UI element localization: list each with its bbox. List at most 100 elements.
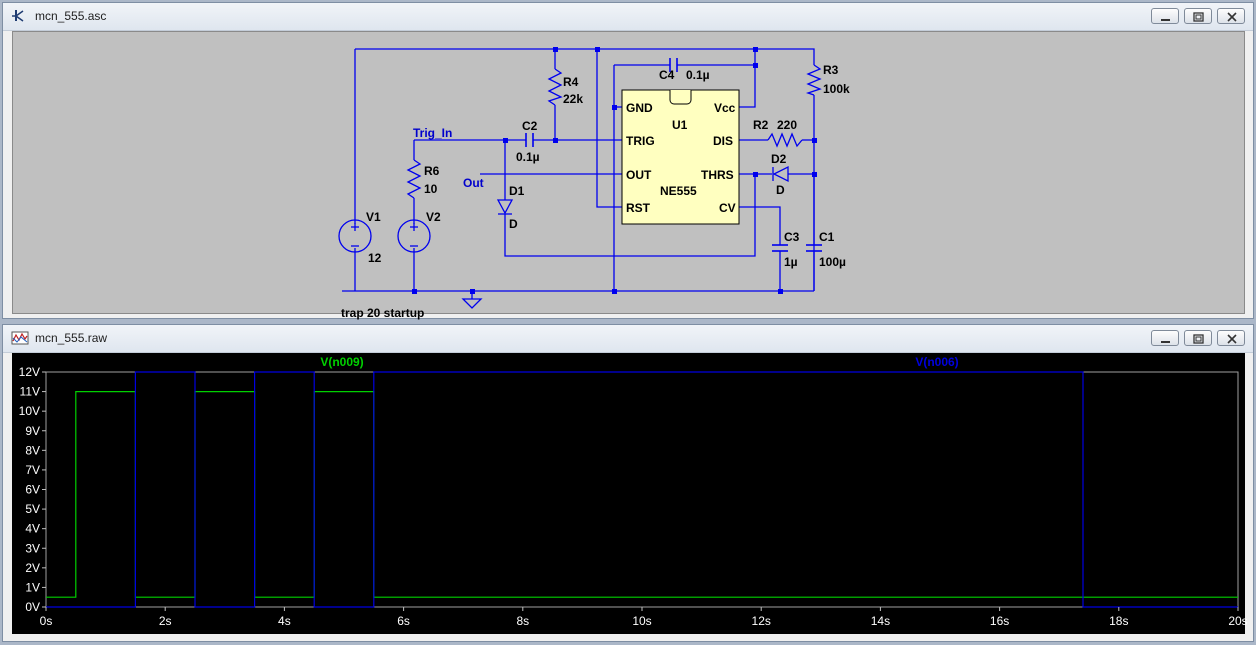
restore-icon xyxy=(1193,334,1204,344)
x-tick-label: 2s xyxy=(159,614,172,628)
restore-icon xyxy=(1193,12,1204,22)
c2-value: 0.1µ xyxy=(516,150,540,164)
r6-ref: R6 xyxy=(424,164,440,178)
close-icon xyxy=(1227,334,1237,344)
ne555-chip[interactable] xyxy=(621,89,740,225)
capacitors xyxy=(525,58,822,252)
waveform-icon xyxy=(11,331,29,345)
x-tick-label: 14s xyxy=(871,614,890,628)
waveform-window: mcn_555.raw 0V 1V 2V 3V 4V 5V 6V 7V 8V 9V 10V 11V 12… xyxy=(2,324,1254,642)
series-line-0 xyxy=(46,390,1238,598)
y-tick-label: 2V xyxy=(25,561,40,575)
junction-dots xyxy=(412,47,817,294)
waveform-close-button[interactable] xyxy=(1217,330,1245,346)
r3-symbol xyxy=(805,64,822,96)
plot-frame xyxy=(45,371,1239,608)
r3-ref: R3 xyxy=(823,63,839,77)
series-legend-label[interactable]: V(n006) xyxy=(915,355,958,369)
d1-value: D xyxy=(509,217,518,231)
minimize-icon xyxy=(1161,341,1170,343)
d2-symbol xyxy=(772,165,789,183)
y-tick-label: 6V xyxy=(25,483,40,497)
r4-value: 22k xyxy=(563,92,583,106)
x-tick-label: 18s xyxy=(1109,614,1128,628)
schematic-window: mcn_555.asc xyxy=(2,2,1254,320)
y-tick-label: 9V xyxy=(25,424,40,438)
c3-value: 1µ xyxy=(784,255,798,269)
waveform-minimize-button[interactable] xyxy=(1151,330,1179,346)
d1-symbol xyxy=(496,199,514,215)
r6-value: 10 xyxy=(424,182,438,196)
ground-symbol xyxy=(461,298,483,309)
y-tick-label: 8V xyxy=(25,443,40,457)
y-tick-label: 10V xyxy=(19,404,40,418)
resistors xyxy=(406,64,822,199)
r4-ref: R4 xyxy=(563,75,579,89)
v1-symbol xyxy=(338,219,372,253)
net-label-trig-in[interactable]: Trig_In xyxy=(413,126,452,140)
series-line-1 xyxy=(46,371,1238,608)
schematic-titlebar[interactable]: mcn_555.asc xyxy=(3,3,1253,31)
ic-pin-dis: DIS xyxy=(713,134,733,148)
series-legend-label[interactable]: V(n009) xyxy=(320,355,363,369)
y-tick-label: 1V xyxy=(25,580,40,594)
x-tick-label: 20s xyxy=(1228,614,1247,628)
ic-pin-cv: CV xyxy=(719,201,736,215)
r6-symbol xyxy=(406,159,422,199)
r2-ref: R2 xyxy=(753,118,769,132)
c1-value: 100µ xyxy=(819,255,846,269)
y-tick-label: 11V xyxy=(20,385,40,399)
d1-ref: D1 xyxy=(509,184,525,198)
schematic-close-button[interactable] xyxy=(1217,8,1245,24)
r3-value: 100k xyxy=(823,82,850,96)
schematic-canvas[interactable]: GND Vcc U1 TRIG DIS OUT THRS NE555 RST C… xyxy=(12,31,1245,320)
x-tick-label: 6s xyxy=(397,614,410,628)
y-tick-label: 3V xyxy=(25,541,40,555)
c4-ref: C4 xyxy=(659,68,675,82)
schematic-window-title: mcn_555.asc xyxy=(35,9,107,23)
schematic-minimize-button[interactable] xyxy=(1151,8,1179,24)
c1-ref: C1 xyxy=(819,230,835,244)
y-tick-label: 5V xyxy=(25,502,40,516)
schematic-restore-button[interactable] xyxy=(1184,8,1212,24)
d2-ref: D2 xyxy=(771,152,787,166)
minimize-icon xyxy=(1161,19,1170,21)
v2-ref: V2 xyxy=(426,210,441,224)
r2-value: 220 xyxy=(777,118,797,132)
r4-symbol xyxy=(547,68,563,106)
x-tick-label: 10s xyxy=(632,614,651,628)
waveform-restore-button[interactable] xyxy=(1184,330,1212,346)
c3-ref: C3 xyxy=(784,230,800,244)
y-tick-label: 7V xyxy=(25,463,40,477)
schematic-icon xyxy=(12,10,24,22)
y-tick-label: 12V xyxy=(19,365,40,379)
x-tick-label: 16s xyxy=(990,614,1009,628)
waveform-titlebar[interactable]: mcn_555.raw xyxy=(3,325,1253,353)
v1-value: 12 xyxy=(368,251,382,265)
y-tick-label: 4V xyxy=(25,522,40,536)
ic-pin-gnd: GND xyxy=(626,101,653,115)
ic-pin-rst: RST xyxy=(626,201,651,215)
close-icon xyxy=(1227,12,1237,22)
v2-symbol xyxy=(397,219,431,253)
r2-symbol xyxy=(767,132,803,148)
ic-pin-thrs: THRS xyxy=(701,168,734,182)
ic-part-label: NE555 xyxy=(660,184,697,198)
x-tick-label: 0s xyxy=(40,614,53,628)
waveform-window-title: mcn_555.raw xyxy=(35,331,108,345)
spice-directive[interactable]: trap 20 startup xyxy=(341,306,424,320)
c2-ref: C2 xyxy=(522,119,538,133)
ic-pin-trig: TRIG xyxy=(626,134,655,148)
v1-ref: V1 xyxy=(366,210,381,224)
y-tick-label: 0V xyxy=(25,600,40,614)
schematic-drawing: GND Vcc U1 TRIG DIS OUT THRS NE555 RST C… xyxy=(338,47,850,320)
ic-pin-vcc: Vcc xyxy=(714,101,736,115)
d2-value: D xyxy=(776,183,785,197)
x-tick-label: 12s xyxy=(752,614,771,628)
net-label-out[interactable]: Out xyxy=(463,176,484,190)
ic-ref-label: U1 xyxy=(672,118,688,132)
c4-value: 0.1µ xyxy=(686,68,710,82)
x-tick-label: 8s xyxy=(516,614,529,628)
